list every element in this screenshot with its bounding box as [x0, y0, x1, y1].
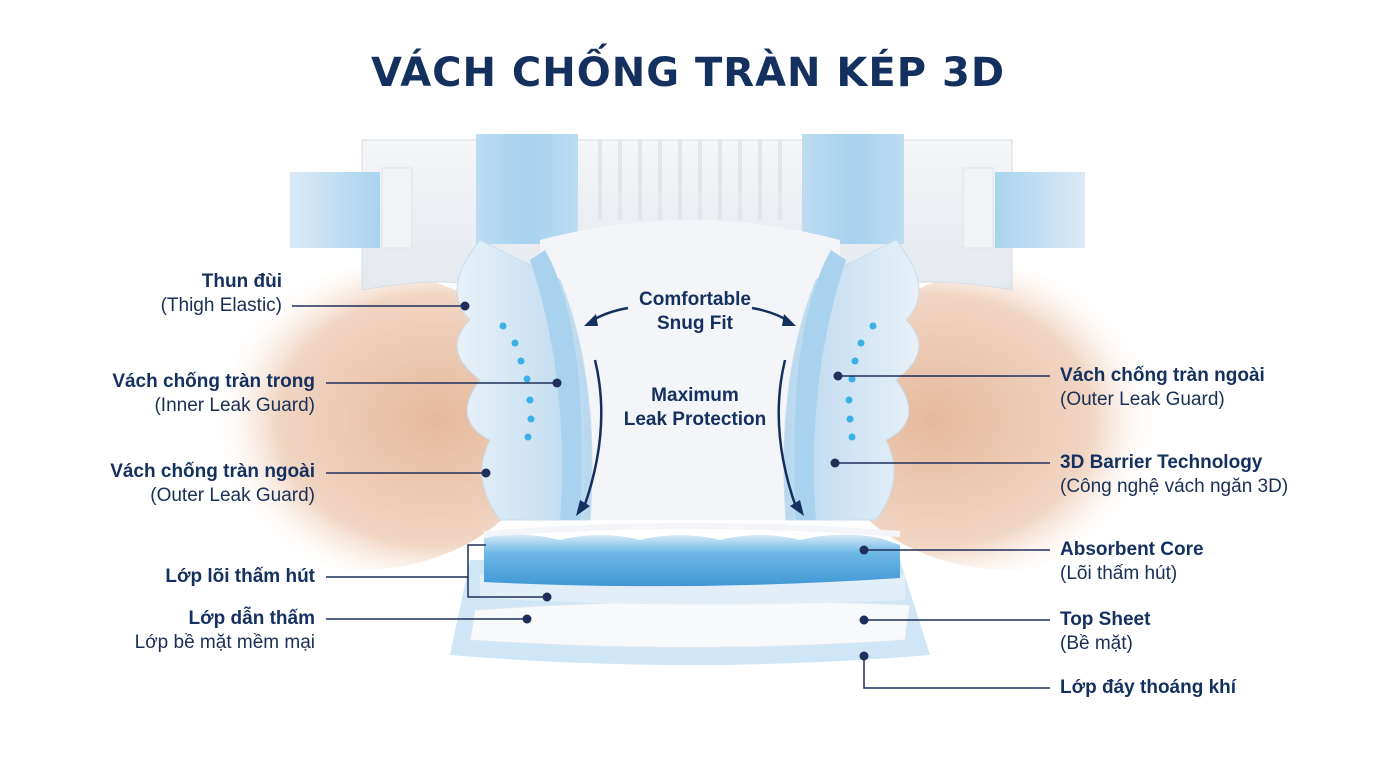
label-inner-leak-guard: Vách chống tràn trong (Inner Leak Guard) [112, 370, 315, 418]
left-fastening-tab [290, 172, 380, 248]
label-bold: Lớp đáy thoáng khí [1060, 677, 1237, 698]
left-thigh [170, 270, 550, 570]
arrow-heads [576, 314, 804, 516]
label-outer-leak-guard-right: Vách chống tràn ngoài (Outer Leak Guard) [1060, 364, 1265, 412]
label-normal: Lớp bề mặt mềm mại [134, 632, 315, 653]
right-fastening-tab [995, 172, 1085, 248]
label-bold: Thun đùi [201, 271, 282, 292]
label-normal: (Outer Leak Guard) [150, 485, 315, 506]
left-leader-lines [292, 305, 557, 620]
label-thigh-elastic: Thun đùi (Thigh Elastic) [161, 270, 282, 318]
label-bold: Absorbent Core [1060, 539, 1204, 560]
waist-elastic-ribs [598, 140, 782, 220]
elastic-dots [499, 322, 877, 441]
label-top-sheet: Top Sheet (Bề mặt) [1060, 608, 1150, 656]
inner-body [540, 220, 840, 520]
label-normal: (Công nghệ vách ngăn 3D) [1060, 476, 1289, 497]
label-3d-barrier: 3D Barrier Technology (Công nghệ vách ng… [1060, 451, 1288, 499]
comfort-label: Comfortable Snug Fit [600, 288, 790, 336]
label-normal: (Bề mặt) [1060, 633, 1133, 654]
core-cover [483, 523, 901, 537]
left-blue-band [476, 134, 578, 244]
label-bold: Vách chống tràn ngoài [110, 461, 315, 482]
label-normal: (Outer Leak Guard) [1060, 389, 1225, 410]
leak-line-1: Maximum [651, 385, 739, 406]
label-bold: Vách chống tràn trong [112, 371, 315, 392]
right-leader-lines [835, 375, 1050, 689]
leak-protection-label: Maximum Leak Protection [600, 384, 790, 432]
page-title: VÁCH CHỐNG TRÀN KÉP 3D [370, 50, 1006, 96]
label-bold: Vách chống tràn ngoài [1060, 365, 1265, 386]
comfort-line-1: Comfortable [639, 289, 751, 310]
absorbent-core [484, 534, 900, 587]
right-blue-band [802, 134, 904, 244]
label-bold: 3D Barrier Technology [1060, 452, 1263, 473]
comfort-line-2: Snug Fit [657, 313, 733, 334]
label-normal: (Inner Leak Guard) [154, 395, 315, 416]
leak-line-2: Leak Protection [623, 409, 767, 430]
label-bold: Lớp dẫn thấm [188, 608, 315, 629]
label-absorbent-core: Absorbent Core (Lõi thấm hút) [1060, 538, 1204, 586]
label-bold: Lớp lõi thấm hút [165, 566, 315, 587]
right-inner-guard-blue [794, 250, 846, 520]
label-breathable-backsheet: Lớp đáy thoáng khí [1060, 676, 1236, 700]
label-normal: (Thigh Elastic) [160, 295, 282, 316]
right-hook-strip [962, 167, 994, 249]
label-outer-leak-guard-left: Vách chống tràn ngoài (Outer Leak Guard) [110, 460, 315, 508]
left-inner-guard-blue [530, 250, 582, 520]
label-distribution-layer: Lớp dẫn thấm Lớp bề mặt mềm mại [135, 607, 315, 655]
left-leader-dots [460, 301, 562, 624]
label-absorbent-layer: Lớp lõi thấm hút [165, 565, 315, 589]
top-sheet-layer [469, 600, 911, 648]
label-normal: (Lõi thấm hút) [1060, 563, 1178, 584]
right-leader-dots [830, 371, 869, 661]
label-bold: Top Sheet [1060, 609, 1151, 630]
left-hook-strip [381, 167, 413, 249]
